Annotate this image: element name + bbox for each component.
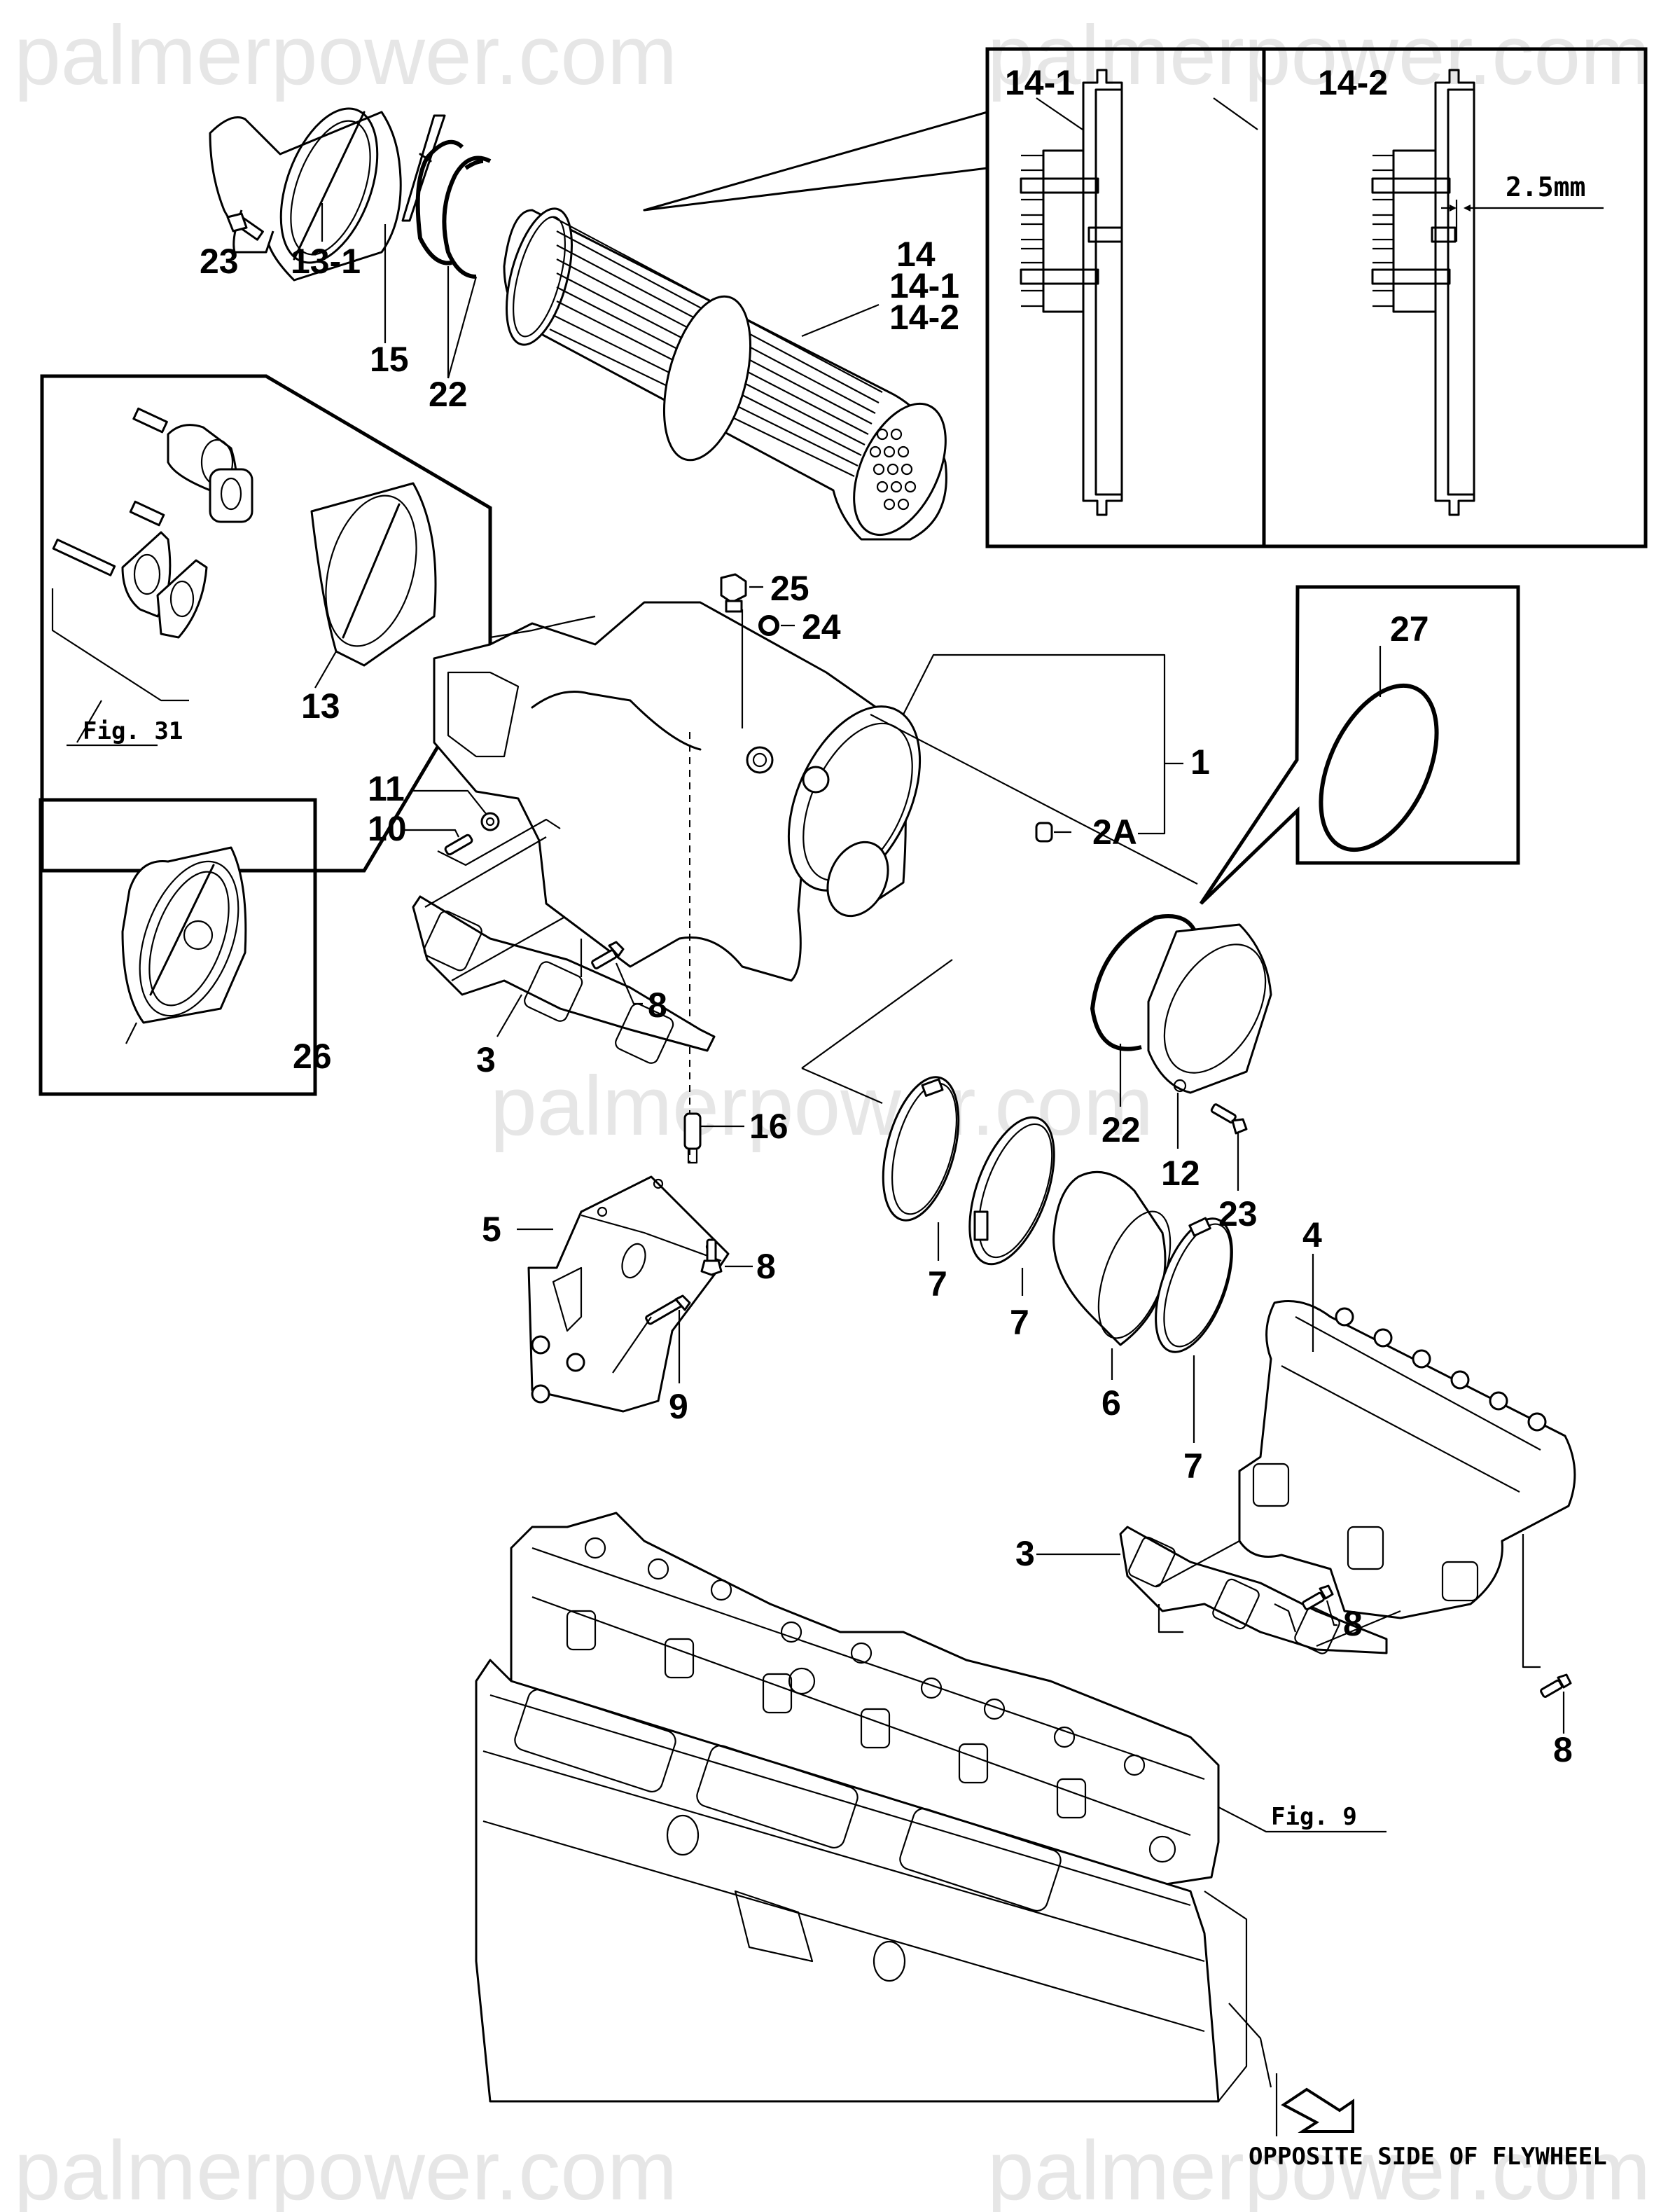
callout-25[interactable]: 25 (770, 569, 809, 608)
inset-fig31-parts (52, 407, 437, 667)
part-3-gasket-upper (412, 836, 716, 1064)
part-8-bolt-bracket (700, 1238, 723, 1276)
part-1-bracket (903, 654, 1166, 835)
part-4-intake-manifold (1238, 1300, 1576, 1619)
callout-12[interactable]: 12 (1161, 1154, 1200, 1193)
callout-8-upper[interactable]: 8 (648, 986, 667, 1025)
part-7-clamp-1 (882, 1076, 960, 1222)
part-1-manifold-housing (433, 601, 922, 1163)
part-7-clamp-2 (968, 1116, 1055, 1266)
fig31-leader (76, 700, 102, 743)
part-16-drain-fitting (683, 1112, 702, 1164)
callout-labels: 23 13-1 15 22 14 14-1 14-2 13 26 27 25 2… (200, 203, 1573, 1769)
part-7-clamp-3 (1155, 1217, 1233, 1353)
part-3-gasket-lower (1119, 1526, 1401, 1654)
detail-view-box (985, 47, 1648, 548)
callout-26[interactable]: 26 (293, 1037, 332, 1076)
callout-1[interactable]: 1 (1190, 742, 1210, 782)
callout-14-2[interactable]: 14-2 (889, 298, 959, 337)
part-10-stud (444, 834, 473, 856)
dimension-label: 2.5mm (1506, 172, 1585, 202)
part-23-bolt-top (226, 212, 264, 241)
callout-16[interactable]: 16 (749, 1107, 788, 1146)
fin-lines-14-1 (1021, 154, 1043, 307)
callout-10[interactable]: 10 (368, 809, 407, 848)
detail-title-14-2: 14-2 (1318, 63, 1388, 102)
fin-lines-14-2 (1372, 154, 1393, 307)
part-24-washer (758, 615, 779, 636)
watermark-bottom-left: palmerpower.com (14, 2124, 677, 2212)
watermark-top-left: palmerpower.com (14, 8, 677, 102)
core-end-holes (869, 428, 917, 511)
watermark-bottom-right: palmerpower.com (987, 2124, 1650, 2212)
callout-22-lower[interactable]: 22 (1101, 1110, 1141, 1149)
detail-view-14-2: 14-2 2.5mm (1213, 63, 1604, 516)
watermark-center: palmerpower.com (490, 1059, 1153, 1153)
callout-7-c[interactable]: 7 (1183, 1446, 1203, 1486)
callout-5[interactable]: 5 (482, 1210, 501, 1249)
callout-14[interactable]: 14 (896, 235, 936, 274)
watermark-top-right: palmerpower.com (987, 8, 1650, 102)
fig31-bracket (51, 588, 189, 702)
inset-part-26 (39, 798, 317, 1096)
part-8-bolt-lower-1 (1302, 1584, 1334, 1610)
callout-11[interactable]: 11 (368, 769, 405, 808)
part-12-end-cover (1147, 923, 1272, 1094)
inset-fig-31: Fig. 31 (40, 374, 492, 873)
part-22-o-ring-lower (1090, 914, 1200, 1051)
orientation-note: OPPOSITE SIDE OF FLYWHEEL (1249, 2143, 1607, 2171)
callout-27[interactable]: 27 (1390, 609, 1429, 649)
inset-part-27 (1199, 585, 1520, 905)
callout-6[interactable]: 6 (1101, 1383, 1121, 1423)
callout-13[interactable]: 13 (301, 686, 340, 726)
dimension-marker (1441, 200, 1604, 242)
detail-title-14-1: 14-1 (1005, 63, 1075, 102)
head-ports (566, 1610, 1087, 1819)
callout-7-b[interactable]: 7 (1010, 1303, 1029, 1342)
callout-9[interactable]: 9 (669, 1387, 688, 1426)
part-22-o-rings-top (415, 139, 492, 279)
fig9-leader (1218, 1806, 1386, 1833)
callout-23-lower[interactable]: 23 (1218, 1194, 1258, 1233)
callout-3-upper[interactable]: 3 (476, 1040, 496, 1079)
callout-23-top[interactable]: 23 (200, 242, 239, 281)
fig-31-reference[interactable]: Fig. 31 (83, 717, 183, 745)
block-panels (514, 1689, 1062, 1982)
part-9-bolt (645, 1294, 691, 1325)
watermarks: palmerpower.com palmerpower.com palmerpo… (14, 8, 1650, 2212)
callout-15[interactable]: 15 (370, 340, 409, 379)
clamp-leader-line (801, 959, 953, 1069)
detail-leader-2 (643, 167, 989, 212)
head-holes (584, 1537, 1176, 1863)
callout-24[interactable]: 24 (802, 607, 841, 647)
part-11-nut (480, 812, 500, 831)
callout-8-lower-1[interactable]: 8 (1343, 1604, 1363, 1643)
callout-13-1[interactable]: 13-1 (291, 242, 361, 281)
orientation-arrow-icon (1281, 2087, 1354, 2133)
end-cover-leader (870, 714, 1198, 885)
fig-9-reference[interactable]: Fig. 9 (1271, 1803, 1357, 1831)
callout-22-top[interactable]: 22 (429, 375, 468, 414)
engine-cylinder-head-block (475, 1512, 1278, 2136)
detail-leader-1 (643, 111, 989, 212)
callout-4[interactable]: 4 (1302, 1215, 1322, 1254)
callout-8-lower-2[interactable]: 8 (1553, 1730, 1573, 1769)
part-2A-plug (1035, 822, 1053, 843)
callout-7-a[interactable]: 7 (928, 1264, 947, 1304)
callout-14-1[interactable]: 14-1 (889, 266, 959, 305)
part-23-bolt-lower (1210, 1103, 1248, 1135)
detail-view-14-1: 14-1 (1005, 63, 1123, 516)
part-5-bracket (527, 1175, 730, 1413)
part-6-hose-sleeve (1052, 1170, 1172, 1346)
callout-2A[interactable]: 2A (1092, 813, 1137, 852)
callout-8-bracket[interactable]: 8 (756, 1247, 776, 1286)
part-8-bolt-lower-2 (1540, 1673, 1572, 1698)
callout-3-lower[interactable]: 3 (1015, 1534, 1035, 1573)
part-25-plug (720, 573, 747, 613)
part-8-bolt-upper (591, 941, 625, 969)
part-14-cooler-core (503, 207, 947, 541)
